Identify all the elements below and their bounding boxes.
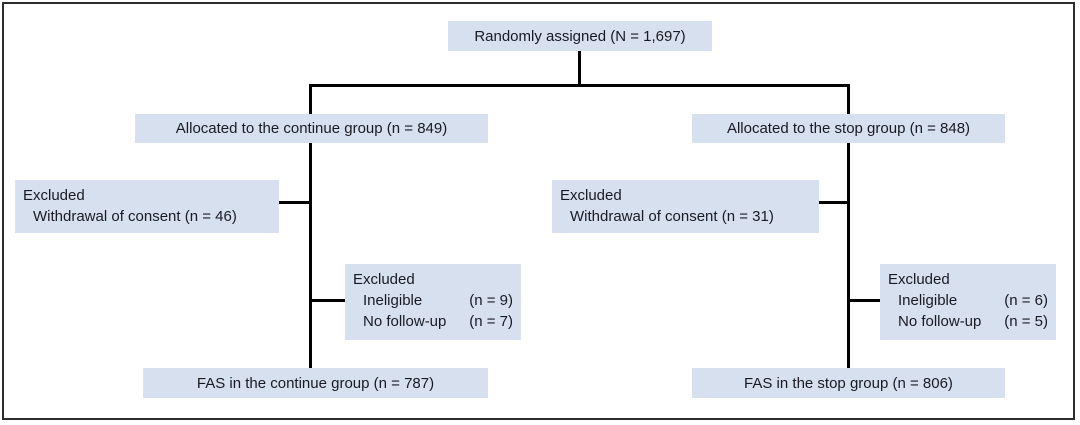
excluded-title: Excluded — [888, 271, 950, 288]
node-randomized: Randomly assigned (N = 1,697) — [448, 21, 712, 51]
excluded-row-value: (n = 5) — [1004, 313, 1048, 330]
connector-top-vertical — [578, 50, 581, 87]
connector-left-trunk — [309, 84, 312, 370]
excluded-row-no-followup: No follow-up (n = 7) — [353, 311, 513, 332]
node-allocated-continue: Allocated to the continue group (n = 849… — [135, 114, 488, 143]
node-excluded-stop-followup: Excluded Ineligible (n = 6) No follow-up… — [880, 264, 1056, 340]
excluded-row-ineligible: Ineligible (n = 9) — [353, 290, 513, 311]
excluded-row-label: Ineligible — [898, 292, 958, 309]
node-excluded-continue-withdrawal: Excluded Withdrawal of consent (n = 46) — [15, 180, 279, 233]
excluded-row-label: No follow-up — [898, 313, 982, 330]
node-excluded-continue-followup: Excluded Ineligible (n = 9) No follow-up… — [345, 264, 521, 340]
node-excluded-stop-withdrawal: Excluded Withdrawal of consent (n = 31) — [552, 180, 819, 233]
excluded-row-value: (n = 9) — [469, 292, 513, 309]
connector-left-withdrawal — [278, 201, 312, 204]
node-fas-stop: FAS in the stop group (n = 806) — [692, 368, 1005, 398]
excluded-row-value: (n = 6) — [1004, 292, 1048, 309]
excluded-title: Excluded — [23, 187, 85, 204]
excluded-row-value: (n = 7) — [469, 313, 513, 330]
excluded-row-label: Ineligible — [363, 292, 423, 309]
node-allocated-stop-label: Allocated to the stop group (n = 848) — [726, 120, 971, 137]
connector-right-trunk — [847, 84, 850, 370]
connector-right-followup — [848, 299, 882, 302]
node-allocated-continue-label: Allocated to the continue group (n = 849… — [175, 120, 448, 137]
node-allocated-stop: Allocated to the stop group (n = 848) — [692, 114, 1005, 143]
excluded-title: Excluded — [560, 187, 622, 204]
connector-main-horizontal — [309, 84, 850, 87]
excluded-title: Excluded — [353, 271, 415, 288]
node-randomized-label: Randomly assigned (N = 1,697) — [474, 27, 686, 45]
excluded-row-no-followup: No follow-up (n = 5) — [888, 311, 1048, 332]
excluded-row-label: No follow-up — [363, 313, 447, 330]
connector-right-withdrawal — [818, 201, 850, 204]
excluded-item: Withdrawal of consent (n = 31) — [570, 208, 774, 225]
node-fas-continue-label: FAS in the continue group (n = 787) — [196, 374, 435, 392]
node-fas-stop-label: FAS in the stop group (n = 806) — [744, 374, 953, 392]
node-fas-continue: FAS in the continue group (n = 787) — [143, 368, 488, 398]
excluded-item: Withdrawal of consent (n = 46) — [33, 208, 237, 225]
connector-left-followup — [310, 299, 347, 302]
excluded-row-ineligible: Ineligible (n = 6) — [888, 290, 1048, 311]
